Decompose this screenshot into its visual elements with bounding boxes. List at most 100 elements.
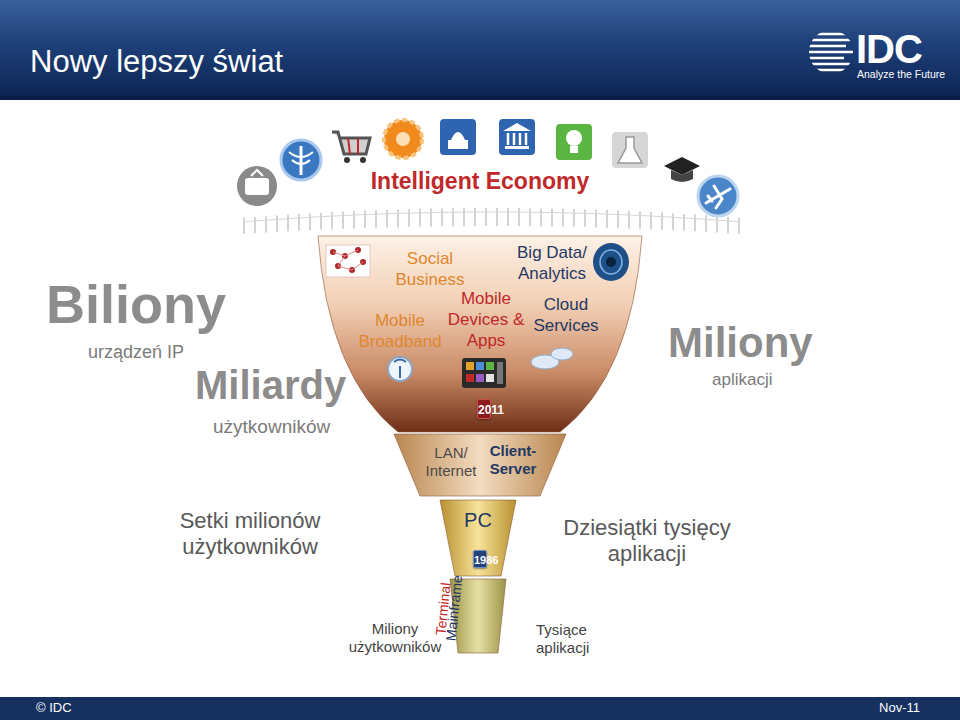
- tv-icon: [237, 166, 277, 206]
- cloud: [531, 355, 559, 369]
- fence-tick: [606, 210, 608, 228]
- band-shape: [318, 236, 642, 432]
- cart-icon: [332, 132, 370, 163]
- text-slot: 1986: [474, 551, 486, 567]
- slide-title: Nowy lepszy świat: [30, 44, 283, 80]
- fence-tick: [639, 212, 641, 229]
- fence-tick: [551, 209, 553, 227]
- tv-screen: [245, 178, 269, 195]
- bulb-base: [570, 146, 578, 153]
- scale-caption: aplikacji: [712, 370, 832, 390]
- label-slot: Setki milionów użytkowników: [150, 508, 350, 560]
- era-label: PC: [440, 508, 516, 532]
- tv-antenna: [251, 170, 263, 176]
- phone-body: [497, 362, 503, 384]
- fence-tick: [694, 215, 696, 232]
- cap-crown: [671, 170, 693, 182]
- year-badge: 1986: [473, 550, 487, 568]
- text-slot: Client-Server: [482, 442, 544, 478]
- band-shape: [394, 434, 566, 496]
- scale-label: Miliardy: [195, 362, 365, 409]
- label-slot: urządzeń IP: [88, 342, 228, 363]
- app-tile: [476, 362, 484, 370]
- fence-tick: [540, 208, 542, 226]
- plane-shape: [706, 186, 730, 208]
- label-slot: © IDC: [36, 700, 136, 715]
- era-label: Client-Server: [482, 442, 544, 478]
- funnel-band: LAN/ InternetClient-Server: [394, 434, 566, 496]
- app-tile: [466, 374, 474, 382]
- text-slot: LAN/ Internet: [416, 444, 486, 480]
- capitol-dome: [448, 132, 468, 149]
- graduation-cap-icon: [664, 157, 700, 182]
- bank-icon: [499, 119, 535, 155]
- fence-tick: [463, 208, 465, 226]
- fence-tick: [419, 209, 421, 227]
- globe-stripe: [808, 63, 854, 66]
- plane-icon: [698, 176, 738, 216]
- app-tile: [476, 374, 484, 382]
- fence-tick: [386, 210, 388, 228]
- medical-icon: [281, 140, 321, 180]
- fence-tick: [661, 213, 663, 230]
- fence-tick: [254, 217, 256, 233]
- fence-tick: [320, 213, 322, 230]
- era-label: Big Data/ Analytics: [504, 242, 600, 284]
- fence-tick: [705, 215, 707, 232]
- gear-hub: [396, 132, 410, 146]
- economy-heading: Intelligent Economy: [330, 168, 630, 195]
- cloud-icon: [531, 348, 573, 369]
- title-slot: Nowy lepszy świat: [30, 44, 283, 80]
- scale-caption: Setki milionów użytkowników: [150, 508, 350, 560]
- globe-stripe: [812, 33, 850, 36]
- era-label: LAN/ Internet: [416, 444, 486, 480]
- globe-core: [606, 257, 616, 267]
- icon-tile: [440, 119, 476, 155]
- app-tile: [486, 362, 494, 370]
- label-slot: Tysiące aplikacji: [536, 621, 626, 657]
- fence-tick: [298, 214, 300, 231]
- footer-text: © IDC: [36, 700, 136, 715]
- fence-tick: [573, 209, 575, 227]
- funnel-band: TerminalMainframe: [450, 579, 506, 653]
- label-slot: Miliony użytkowników: [330, 620, 460, 656]
- fence-tick: [243, 218, 245, 234]
- scale-caption: użytkowników: [213, 416, 363, 438]
- fence-tick: [309, 213, 311, 230]
- fence-tick: [628, 211, 630, 228]
- app-tile: [466, 362, 474, 370]
- text-slot: Mobile Broadband: [348, 310, 452, 352]
- fence-tick: [584, 209, 586, 227]
- funnel-band: Social BusinessBig Data/ AnalyticsMobile…: [318, 236, 642, 432]
- cart-rib: [357, 138, 359, 154]
- fence-tick: [485, 208, 487, 226]
- icon-disc: [237, 166, 277, 206]
- fence-tick: [496, 208, 498, 226]
- scale-label: Biliony: [46, 272, 266, 336]
- text-slot: Cloud Services: [524, 294, 608, 336]
- year-text: 1986: [474, 551, 486, 569]
- era-label: Mobile Broadband: [348, 310, 452, 352]
- fence-tick: [287, 215, 289, 232]
- text-slot: Mobile Devices & Apps: [446, 288, 526, 351]
- caduceus-staff: [300, 146, 303, 175]
- bank-roof: [503, 123, 531, 149]
- fence-tick: [672, 213, 674, 230]
- fence-tick: [331, 212, 333, 229]
- text-slot: Big Data/ Analytics: [504, 242, 600, 284]
- label-slot: Biliony: [46, 272, 266, 336]
- pin: [355, 247, 361, 253]
- social-pins-image: [326, 245, 370, 277]
- fence-tick: [375, 210, 377, 228]
- label-slot: Miliony: [668, 318, 838, 368]
- fence-rail-line: [244, 212, 739, 222]
- bank-columns: [508, 133, 526, 145]
- fence-tick: [265, 216, 267, 232]
- fence-tick: [452, 208, 454, 226]
- label-slot: aplikacji: [712, 370, 832, 390]
- title-bar: [0, 0, 960, 100]
- icon-tile: [556, 124, 592, 160]
- cloud: [551, 348, 573, 360]
- fence-tick: [529, 208, 531, 226]
